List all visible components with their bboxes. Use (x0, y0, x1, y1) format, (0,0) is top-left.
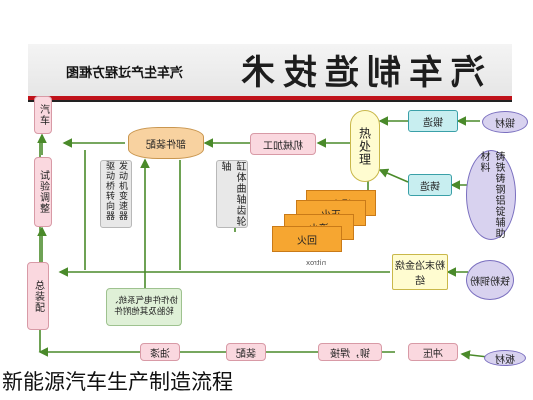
header-band (28, 44, 512, 96)
header-red-rule (28, 96, 512, 100)
box-hanjie: 铆，焊接 (318, 343, 382, 361)
box-zongzhuang: 总装配 (27, 262, 49, 330)
box-zhuzao: 铸造 (408, 174, 452, 196)
box-tiefen: 铁粉铜粉 (466, 260, 514, 300)
heat-card-4: 回火 (272, 226, 342, 252)
header-black-rule (28, 100, 512, 102)
box-shiyan: 试验调整 (34, 157, 52, 227)
box-bancai: 板材 (484, 350, 526, 366)
box-duancai: 锻材 (482, 111, 528, 133)
box-peitao: 协作件电气系统、轮胎及其他附件 (106, 288, 182, 326)
box-reclose: 热处理 (350, 110, 380, 182)
box-qiche: 汽车 (34, 96, 52, 134)
box-bujian: 部件装配 (128, 127, 204, 159)
box-gangti: 缸体曲轴齿轮轴 (216, 160, 248, 228)
box-chongya: 冲压 (408, 343, 458, 361)
box-duanzao: 锻造 (408, 110, 458, 132)
image-caption: 新能源汽车生产制造流程 (2, 370, 233, 394)
box-fadongji: 发动机变速器驱动桥转向器 (100, 160, 132, 228)
box-fenmo: 粉末冶金烧结 (392, 254, 448, 290)
box-tuqi: 油漆 (140, 343, 180, 361)
box-jixie: 机械加工 (250, 133, 316, 155)
heat-note: nitrox (306, 259, 327, 267)
box-zhuangpei: 装配 (226, 343, 266, 361)
box-zhutie: 铸铁铸钢铝锭辅助材料 (466, 150, 516, 240)
